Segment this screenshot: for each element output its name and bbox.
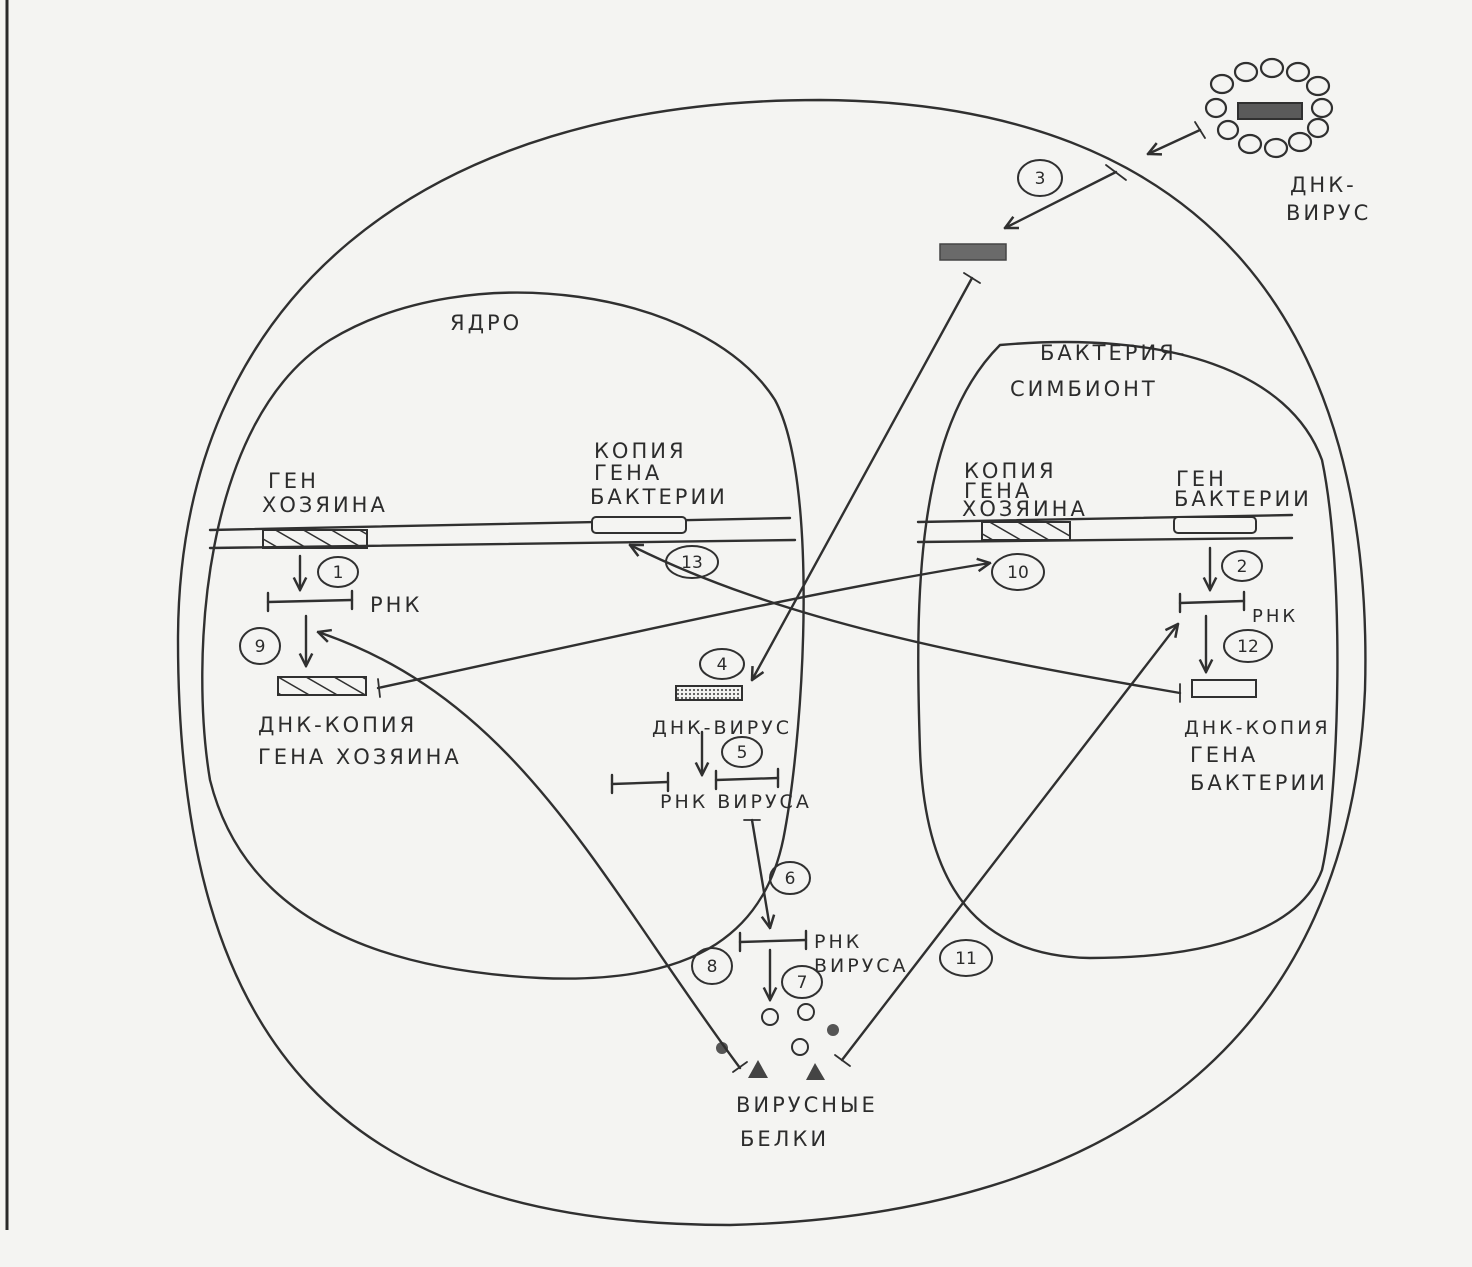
host-gene-label-1: ГЕН [268, 469, 319, 493]
step-10: 10 [991, 553, 1045, 591]
viral-proteins-label-1: ВИРУСНЫЕ [736, 1093, 878, 1117]
bacterial-rna-bar [1178, 590, 1246, 614]
rna-virus-cyto-label-2: ВИРУСА [814, 955, 909, 977]
symbiont-bacterium [917, 340, 1339, 960]
bacterial-gene-dna-copy [1191, 679, 1257, 698]
step-8: 8 [691, 947, 733, 985]
host-gene-dna-copy [277, 676, 367, 696]
bact-gene-label-2: БАКТЕРИИ [1174, 487, 1312, 511]
rna-virus-cyto-label-1: РНК [814, 931, 862, 953]
bact-rna-label: РНК [1252, 606, 1298, 627]
step-3: 3 [1017, 159, 1063, 197]
step-1: 1 [317, 556, 359, 588]
svg-text:5: 5 [737, 743, 748, 763]
nucleus-chromosome [208, 516, 797, 550]
step-6: 6 [769, 861, 811, 895]
host-rna-bar [266, 589, 354, 613]
symbiont-chromosome [916, 513, 1294, 544]
bact-gene-label-1: ГЕН [1176, 467, 1227, 491]
step-7: 7 [781, 965, 823, 999]
bact-copy-nucleus-label-2: ГЕНА [594, 461, 662, 485]
svg-text:11: 11 [955, 949, 977, 969]
step-5: 5 [721, 736, 763, 768]
host-copy-bact-label-1: КОПИЯ [964, 459, 1057, 483]
bacterial-gene-copy-segment [591, 516, 687, 534]
viral-genome-outside [1237, 102, 1303, 120]
step-2: 2 [1221, 550, 1263, 582]
svg-text:8: 8 [707, 957, 718, 977]
svg-text:13: 13 [681, 553, 703, 573]
step-9: 9 [239, 627, 281, 665]
svg-text:3: 3 [1035, 169, 1046, 189]
viral-rna-bar-cytoplasm [738, 929, 808, 953]
svg-text:2: 2 [1237, 557, 1248, 577]
dna-copy-host-label-1: ДНК-КОПИЯ [258, 713, 417, 737]
step-4: 4 [699, 648, 745, 680]
bact-copy-nucleus-label-1: КОПИЯ [594, 439, 687, 463]
rna-virus-nucleus-label: РНК ВИРУСА [660, 791, 812, 813]
svg-text:10: 10 [1007, 563, 1029, 583]
svg-text:4: 4 [717, 655, 728, 675]
viral-rna-bars-nucleus [610, 767, 780, 795]
host-gene-label-2: ХОЗЯИНА [262, 493, 388, 517]
bact-copy-nucleus-label-3: БАКТЕРИИ [590, 485, 728, 509]
bacterial-gene-segment [1173, 516, 1257, 534]
viral-dna-cytoplasm [939, 243, 1007, 261]
dna-virus-nucleus-label: ДНК-ВИРУС [652, 717, 792, 739]
step-12: 12 [1223, 629, 1273, 663]
external-dna-virus [1204, 57, 1334, 159]
viral-proteins [716, 1003, 839, 1080]
dna-virus-outside-label-1: ДНК- [1290, 173, 1357, 197]
dna-copy-bact-label-1: ДНК-КОПИЯ [1184, 717, 1331, 739]
symbiont-label-1: БАКТЕРИЯ- [1040, 341, 1187, 365]
host-copy-bact-label-2: ГЕНА [964, 479, 1032, 503]
dna-copy-bact-label-2: ГЕНА [1190, 743, 1258, 767]
host-copy-bact-label-3: ХОЗЯИНА [962, 497, 1088, 521]
svg-text:12: 12 [1237, 637, 1259, 657]
viral-proteins-label-2: БЕЛКИ [740, 1127, 829, 1151]
step-11: 11 [939, 939, 993, 977]
symbiont-label-2: СИМБИОНТ [1010, 377, 1158, 401]
svg-text:9: 9 [255, 637, 266, 657]
dna-copy-bact-label-3: БАКТЕРИИ [1190, 771, 1328, 795]
dna-copy-host-label-2: ГЕНА ХОЗЯИНА [258, 745, 462, 769]
svg-text:7: 7 [797, 973, 808, 993]
host-rna-label: РНК [370, 593, 422, 617]
cell-membrane [176, 98, 1367, 1227]
nucleus [201, 291, 805, 980]
svg-text:6: 6 [785, 869, 796, 889]
nucleus-label: ЯДРО [450, 311, 522, 335]
host-gene-segment [262, 529, 368, 549]
step-13: 13 [665, 545, 719, 579]
svg-text:1: 1 [333, 563, 344, 583]
dna-virus-outside-label-2: ВИРУС [1286, 201, 1371, 225]
host-gene-copy-segment [981, 521, 1071, 541]
process-arrows [300, 121, 1210, 1073]
viral-dna-nucleus [675, 685, 743, 701]
